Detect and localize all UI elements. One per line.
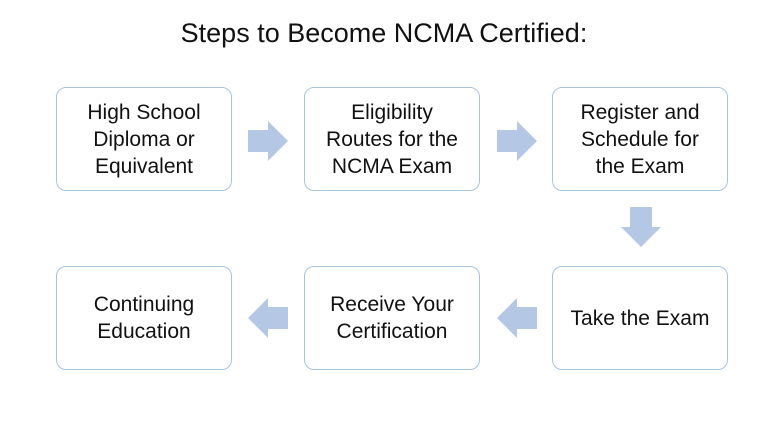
diagram-title: Steps to Become NCMA Certified: bbox=[180, 18, 588, 48]
step-take-exam: Take the Exam bbox=[552, 266, 728, 370]
arrow-left-icon bbox=[248, 298, 288, 338]
step-continuing-education: Continuing Education bbox=[56, 266, 232, 370]
arrow-right-icon bbox=[248, 121, 288, 161]
step-eligibility-routes: Eligibility Routes for the NCMA Exam bbox=[304, 87, 480, 191]
arrow-left-icon bbox=[497, 298, 537, 338]
step-receive-certification: Receive Your Certification bbox=[304, 266, 480, 370]
arrow-down-icon bbox=[621, 207, 661, 247]
step-high-school-diploma: High School Diploma or Equivalent bbox=[56, 87, 232, 191]
arrow-right-icon bbox=[497, 121, 537, 161]
step-register-schedule: Register and Schedule for the Exam bbox=[552, 87, 728, 191]
